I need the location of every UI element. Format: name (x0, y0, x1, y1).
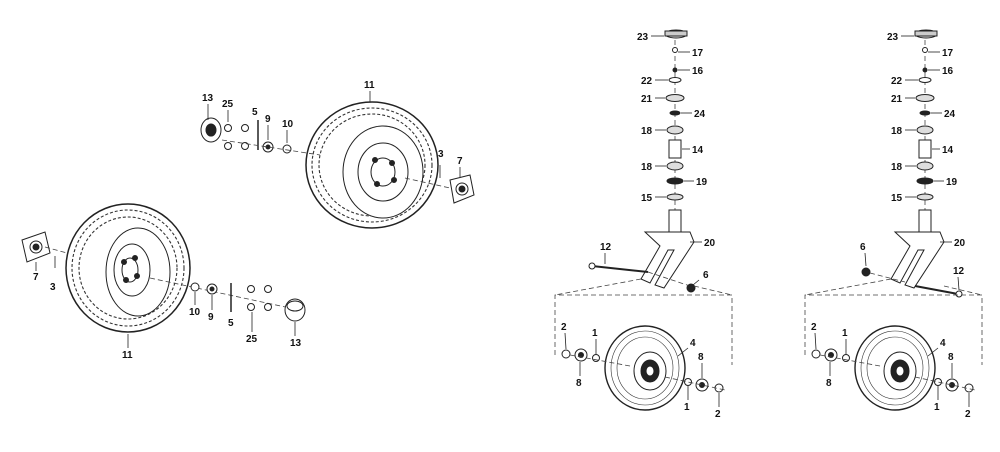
callout-11: 11 (122, 350, 133, 361)
callout-15: 15 (891, 193, 903, 204)
callout-24: 24 (694, 109, 706, 120)
callout-8b: 8 (698, 352, 704, 363)
callout-25: 25 (222, 99, 234, 110)
callout-2b: 2 (965, 409, 971, 420)
callout-13: 13 (290, 338, 302, 349)
callout-18b: 18 (641, 162, 653, 173)
lug-nuts (224, 124, 249, 150)
callout-2b: 2 (715, 409, 721, 420)
callout-11: 11 (364, 80, 375, 91)
callout-13: 13 (202, 93, 214, 104)
callout-8: 8 (826, 378, 832, 389)
callout-1b: 1 (934, 402, 940, 413)
callout-12: 12 (953, 266, 965, 277)
callout-18: 18 (891, 126, 903, 137)
caster-fork-icon (640, 209, 695, 289)
callout-3: 3 (50, 282, 56, 293)
callout-8b: 8 (948, 352, 954, 363)
lower-rear-wheel-assembly: 7 3 11 10 9 5 25 13 (21, 203, 306, 361)
callout-20: 20 (704, 238, 716, 249)
upper-rear-wheel-assembly: 13 25 5 9 10 11 3 7 (200, 80, 475, 229)
callout-25: 25 (246, 334, 258, 345)
callout-17: 17 (692, 48, 704, 59)
callout-2: 2 (811, 322, 817, 333)
callout-5: 5 (228, 318, 234, 329)
callout-4: 4 (940, 338, 946, 349)
wheel-hub-icon (21, 231, 51, 263)
callout-3: 3 (438, 149, 444, 160)
callout-14: 14 (942, 145, 954, 156)
callout-7: 7 (33, 272, 39, 283)
upper-tire (305, 101, 439, 229)
lower-tire (65, 203, 191, 333)
callout-19: 19 (946, 177, 958, 188)
callout-23: 23 (887, 32, 899, 43)
callout-18: 18 (641, 126, 653, 137)
callout-21: 21 (891, 94, 903, 105)
callout-8: 8 (576, 378, 582, 389)
callout-22: 22 (891, 76, 903, 87)
callout-20: 20 (954, 238, 966, 249)
caster-wheel-icon (854, 325, 936, 411)
lug-nuts (247, 285, 272, 311)
callout-1: 1 (842, 328, 848, 339)
callout-18b: 18 (891, 162, 903, 173)
caster-fork-icon (890, 209, 945, 289)
callout-9: 9 (208, 312, 214, 323)
callout-10: 10 (282, 119, 294, 130)
callout-14: 14 (692, 145, 704, 156)
callout-24: 24 (944, 109, 956, 120)
callout-17: 17 (942, 48, 954, 59)
callout-12: 12 (600, 242, 612, 253)
callout-21: 21 (641, 94, 653, 105)
callout-4: 4 (690, 338, 696, 349)
callout-7: 7 (457, 156, 463, 167)
callout-1b: 1 (684, 402, 690, 413)
wheel-hub-icon (449, 174, 475, 204)
callout-6: 6 (703, 270, 709, 281)
hub-cap-icon (200, 117, 222, 143)
callout-16: 16 (692, 66, 704, 77)
callout-22: 22 (641, 76, 653, 87)
callout-23: 23 (637, 32, 649, 43)
hub-cap-icon (284, 298, 306, 322)
callout-1: 1 (592, 328, 598, 339)
callout-10: 10 (189, 307, 201, 318)
callout-19: 19 (696, 177, 708, 188)
callout-15: 15 (641, 193, 653, 204)
callout-5: 5 (252, 107, 258, 118)
caster-wheel-icon (604, 325, 686, 411)
callout-16: 16 (942, 66, 954, 77)
caster-assembly-left: 23 17 16 22 21 24 18 14 18 19 15 20 12 6… (554, 29, 733, 420)
callout-2: 2 (561, 322, 567, 333)
callout-9: 9 (265, 114, 271, 125)
callout-6: 6 (860, 242, 866, 253)
caster-assembly-right: 23 17 16 22 21 24 18 14 18 19 15 20 6 12… (804, 29, 983, 420)
